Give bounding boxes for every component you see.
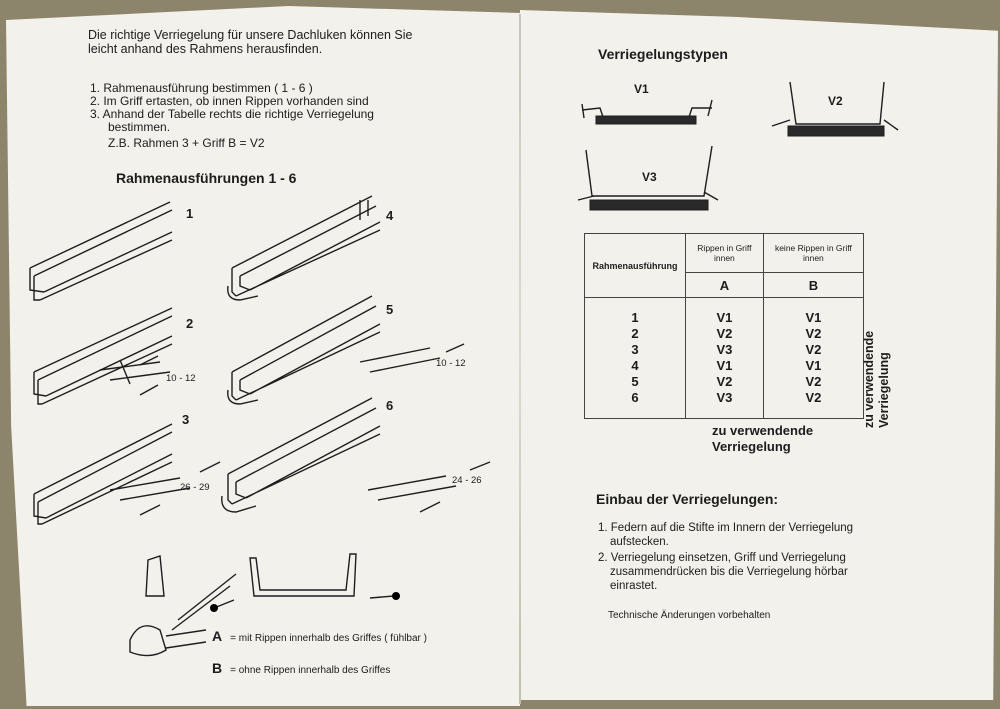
- page-fold: [519, 14, 521, 704]
- handle-detail-drawing: [129, 553, 400, 657]
- frame-number-6: 6: [386, 398, 394, 413]
- step-item: 2. Im Griff ertasten, ob innen Rippen vo…: [90, 94, 369, 108]
- table-row-header: Rahmenausführung: [584, 233, 686, 298]
- lock-label-v3: V3: [642, 170, 657, 184]
- table-col-b-header: keine Rippen in Griff innen: [762, 233, 865, 273]
- table-cell: V3: [716, 390, 733, 405]
- dimension-label: 26 - 29: [180, 482, 210, 493]
- table-cell: V3: [716, 342, 733, 357]
- frame-number-2: 2: [186, 316, 194, 331]
- installation-step: 1. Federn auf die Stifte im Innern der V…: [598, 521, 878, 549]
- lock-v1-drawing: [581, 99, 713, 125]
- legend-b-letter: B: [212, 660, 223, 676]
- table-cell: V1: [716, 310, 733, 325]
- installation-title: Einbau der Verriegelungen:: [596, 491, 779, 507]
- table-col-b-letter: B: [762, 272, 865, 298]
- table-cell: V1: [716, 358, 733, 373]
- legend-a-text: = mit Rippen innerhalb des Griffes ( füh…: [230, 633, 427, 644]
- frame-number-3: 3: [182, 412, 190, 427]
- table-cell: V2: [716, 374, 733, 389]
- table-cell: 6: [631, 390, 639, 405]
- installation-step-text: 1. Federn auf die Stifte im Innern der V…: [598, 522, 854, 534]
- table-cell: V2: [805, 342, 822, 357]
- example-text: Z.B. Rahmen 3 + Griff B = V2: [108, 136, 265, 150]
- table-cell: V2: [805, 326, 822, 341]
- dimension-label: 10 - 12: [436, 358, 466, 369]
- lock-v2-drawing: [771, 81, 899, 137]
- intro-line-2: leicht anhand des Rahmens herausfinden.: [88, 42, 323, 56]
- dimension-label: 10 - 12: [166, 373, 196, 384]
- intro-text: Die richtige Verriegelung für unsere Dac…: [88, 28, 413, 56]
- installation-step-continued: zusammendrücken bis die Verriegelung hör…: [610, 566, 848, 578]
- lock-v3-drawing: [577, 145, 719, 211]
- steps-list: 1. Rahmenausführung bestimmen ( 1 - 6 ) …: [90, 82, 374, 134]
- frame-drawings: [29, 195, 491, 657]
- caption-line-2: Verriegelung: [712, 439, 791, 454]
- table-cell: V2: [805, 390, 822, 405]
- table-a-column: V1 V2 V3 V1 V2 V3: [685, 297, 764, 419]
- lock-label-v1: V1: [634, 82, 649, 96]
- table-cell: V2: [716, 326, 733, 341]
- side-caption-line-1: zu verwendende: [862, 330, 876, 428]
- table-cell: V1: [805, 310, 822, 325]
- table-col-a-letter: A: [685, 272, 764, 298]
- lock-label-v2: V2: [828, 94, 843, 108]
- table-frame-column: 1 2 3 4 5 6: [584, 297, 686, 419]
- frame-1-drawing: [29, 201, 173, 301]
- changes-note: Technische Änderungen vorbehalten: [608, 610, 771, 621]
- side-caption-line-2: Verriegelung: [877, 352, 891, 428]
- table-b-column: V1 V2 V2 V1 V2 V2: [762, 297, 865, 419]
- table-cell: 2: [631, 326, 639, 341]
- frame-5-drawing: [227, 295, 465, 405]
- installation-step-text: 2. Verriegelung einsetzen, Griff und Ver…: [598, 552, 846, 564]
- step-item: bestimmen.: [108, 120, 171, 134]
- table-bottom-caption: zu verwendende Verriegelung: [712, 423, 813, 455]
- table-cell: 5: [631, 374, 639, 389]
- installation-step: 2. Verriegelung einsetzen, Griff und Ver…: [598, 551, 878, 593]
- caption-line-1: zu verwendende: [712, 423, 814, 438]
- frame-2-drawing: [33, 307, 173, 405]
- table-cell: V1: [805, 358, 822, 373]
- frame-6-drawing: [221, 397, 491, 513]
- intro-line-1: Die richtige Verriegelung für unsere Dac…: [88, 28, 413, 42]
- lock-selection-table: Rahmenausführung Rippen in Griff innen k…: [584, 233, 865, 419]
- legend-b-text: = ohne Rippen innerhalb des Griffes: [230, 665, 391, 676]
- table-cell: 3: [631, 342, 639, 357]
- table-col-a-header: Rippen in Griff innen: [685, 233, 764, 273]
- legend-a-letter: A: [212, 628, 223, 644]
- frames-title: Rahmenausführungen 1 - 6: [116, 170, 297, 186]
- table-cell: 1: [631, 310, 639, 325]
- table-cell: 4: [631, 358, 639, 373]
- frame-3-drawing: [33, 423, 221, 525]
- dimension-label: 24 - 26: [452, 475, 482, 486]
- step-item: 1. Rahmenausführung bestimmen ( 1 - 6 ): [90, 81, 313, 95]
- frame-4-drawing: [227, 195, 381, 301]
- installation-step-continued: aufstecken.: [610, 536, 669, 548]
- installation-steps: 1. Federn auf die Stifte im Innern der V…: [598, 521, 878, 595]
- frame-number-4: 4: [386, 208, 394, 223]
- table-cell: V2: [805, 374, 822, 389]
- frame-number-5: 5: [386, 302, 394, 317]
- legend-a: A = mit Rippen innerhalb des Griffes ( fü…: [212, 628, 427, 644]
- lock-types-title: Verriegelungstypen: [598, 46, 728, 62]
- legend-b: B = ohne Rippen innerhalb des Griffes: [212, 660, 390, 676]
- installation-step-continued: einrastet.: [610, 580, 658, 592]
- frame-number-1: 1: [186, 206, 194, 221]
- step-item: 3. Anhand der Tabelle rechts die richtig…: [90, 107, 374, 121]
- table-side-caption: zu verwendende Verriegelung: [862, 318, 894, 428]
